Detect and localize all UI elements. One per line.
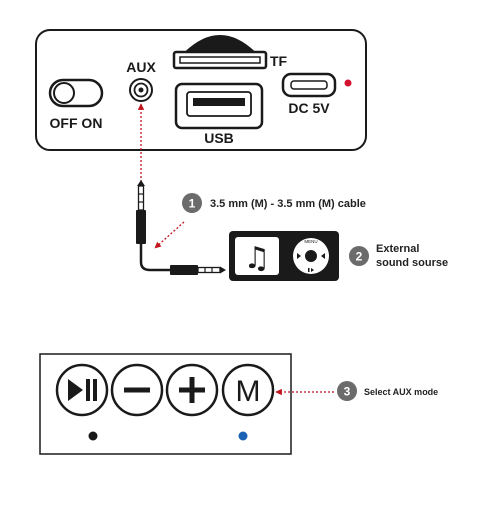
mode-button-label: M <box>236 375 261 408</box>
mode-button[interactable]: M <box>221 363 275 417</box>
step-2-text-line2: sound sourse <box>376 257 448 269</box>
step-1-badge <box>182 193 202 213</box>
tf-card-slot[interactable] <box>172 35 268 70</box>
minus-icon <box>124 387 150 393</box>
step-3: 3 Select AUX mode <box>337 381 438 401</box>
step-2: 2 External sound sourse <box>349 243 448 269</box>
dc-port-label: DC 5V <box>288 100 330 116</box>
plus-icon <box>179 377 205 403</box>
usb-port-label: USB <box>204 130 234 146</box>
power-switch[interactable] <box>48 78 104 108</box>
menu-label: MENU <box>304 239 317 244</box>
step-2-text-line1: External <box>376 243 419 255</box>
step-1-text: 3.5 mm (M) - 3.5 mm (M) cable <box>210 198 366 210</box>
volume-down-button[interactable] <box>110 363 164 417</box>
step-3-number: 3 <box>344 385 351 399</box>
status-dot-black <box>88 431 98 441</box>
device-panel: OFF ON AUX TF USB DC 5V <box>35 29 367 151</box>
indicator-light <box>344 79 352 87</box>
control-panel: M <box>39 353 292 455</box>
audio-cable <box>136 180 226 275</box>
step-2-badge <box>349 246 369 266</box>
music-note-icon: ♫ <box>244 241 271 276</box>
step-3-text: Select AUX mode <box>364 387 438 397</box>
play-pause-button[interactable] <box>55 363 109 417</box>
tf-slot-label: TF <box>270 53 288 69</box>
step-2-number: 2 <box>356 250 363 264</box>
step-3-badge <box>337 381 357 401</box>
step-1: 1 3.5 mm (M) - 3.5 mm (M) cable <box>182 193 366 213</box>
click-wheel-icon: MENU <box>293 238 329 274</box>
status-dot-blue <box>238 431 248 441</box>
dc-power-port[interactable] <box>281 72 337 98</box>
external-player: ♫ MENU <box>229 231 339 281</box>
aux-port-label: AUX <box>126 59 156 75</box>
step-1-number: 1 <box>189 197 196 211</box>
usb-port[interactable] <box>174 82 264 130</box>
cable-pointer-arrow <box>154 221 185 249</box>
volume-up-button[interactable] <box>165 363 219 417</box>
aux-port[interactable] <box>129 78 153 102</box>
power-switch-label: OFF ON <box>50 115 103 131</box>
